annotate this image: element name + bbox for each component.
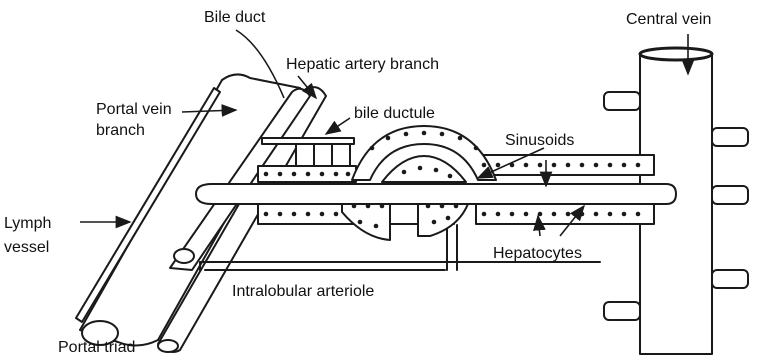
bile-duct-label: Bile duct <box>204 8 265 27</box>
lymph-vessel-label-line2: vessel <box>4 238 49 257</box>
portal-vein-branch-label-line2: branch <box>96 121 145 140</box>
hepatic-artery-branch-label: Hepatic artery branch <box>286 55 439 74</box>
sinusoids-label: Sinusoids <box>505 131 574 150</box>
bile-ductule-label: bile ductule <box>354 104 435 123</box>
hepatocytes-label: Hepatocytes <box>493 244 582 263</box>
central-vein-label: Central vein <box>626 10 711 29</box>
lymph-vessel-label-line1: Lymph <box>4 214 51 233</box>
bile-ductule-leader <box>326 118 350 134</box>
sinusoid-channel <box>196 184 676 204</box>
portal-vein-branch-label-line1: Portal vein <box>96 100 172 119</box>
intralobular-arteriole-label: Intralobular arteriole <box>232 282 374 301</box>
portal-triad-label: Portal triad <box>58 338 135 357</box>
